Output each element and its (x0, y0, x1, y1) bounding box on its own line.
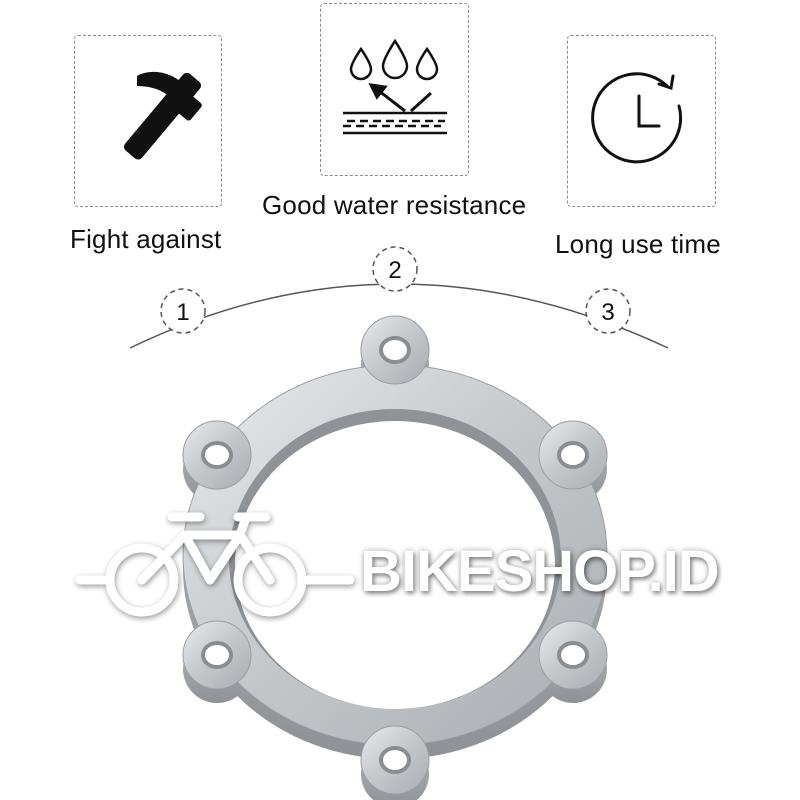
hammer-icon (123, 71, 202, 160)
feature-1-box (74, 35, 222, 207)
bicycle-icon (75, 512, 355, 617)
watermark-text: BIKESHOP.ID (360, 539, 720, 604)
rotor-adapter-image (182, 315, 608, 800)
feature-2-label: Good water resistance (262, 190, 527, 220)
water-resistance-icon (342, 38, 447, 134)
marker-1: 1 (160, 288, 206, 334)
feature-3-box (567, 35, 716, 207)
feature-2-box (320, 3, 469, 176)
marker-3: 3 (585, 288, 631, 334)
marker-1-number: 1 (176, 299, 189, 326)
marker-2: 2 (372, 246, 418, 292)
feature-arc: 1 2 3 (129, 246, 669, 349)
marker-3-number: 3 (601, 299, 614, 326)
feature-3-label: Long use time (555, 229, 721, 259)
clock-icon (590, 72, 682, 164)
feature-1-label: Fight against (70, 224, 222, 254)
marker-2-number: 2 (388, 257, 401, 284)
